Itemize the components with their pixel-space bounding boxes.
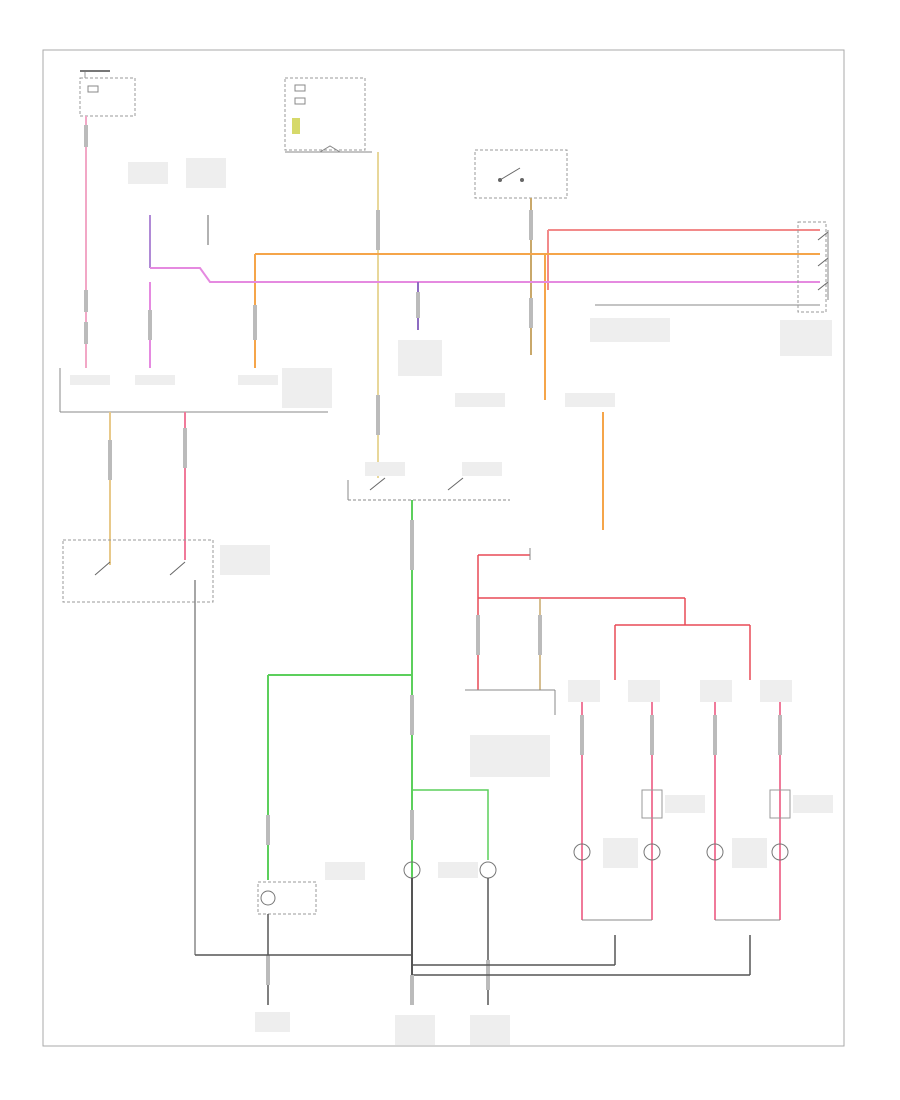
connector-labels-top-left — [128, 158, 226, 188]
wire-red-top — [547, 229, 820, 290]
ground-labels-bottom — [255, 1012, 510, 1045]
fuse-box-hot-at-all-times — [79, 70, 136, 117]
wire-tan-center — [376, 152, 380, 478]
wire-magenta-top — [148, 215, 820, 368]
wire-pink-left — [84, 116, 88, 368]
connector-label-center — [455, 393, 505, 407]
brake-switch — [474, 149, 568, 199]
wire-pink-left-module — [183, 412, 187, 560]
connector-label-right — [565, 393, 615, 407]
note-block-top-right — [590, 318, 670, 342]
ground-wires — [195, 878, 751, 1005]
lamp-branch-wires — [580, 702, 782, 921]
relay-center — [347, 462, 510, 501]
multifunction-switch-left — [62, 539, 270, 955]
lamp-left — [257, 881, 317, 1005]
wire-red-relay — [476, 548, 751, 690]
note-block-center — [470, 735, 550, 777]
wire-orange-top — [253, 253, 820, 400]
wire-tan-left-module — [108, 412, 112, 565]
module-left-flasher — [59, 368, 332, 413]
connector-blocks-right — [568, 680, 792, 702]
wire-tan-relay — [465, 598, 556, 715]
wire-gray-top — [207, 215, 820, 306]
wire-violet-center — [398, 282, 442, 376]
side-marker-switches — [641, 789, 833, 819]
lamps-right — [573, 838, 789, 868]
wire-green-main — [266, 500, 489, 965]
fuse-box-hot-in-run — [284, 77, 372, 153]
diagram-frame — [42, 49, 845, 1047]
hazard-switch-right — [780, 221, 832, 356]
wire-tan-brake — [529, 198, 533, 355]
